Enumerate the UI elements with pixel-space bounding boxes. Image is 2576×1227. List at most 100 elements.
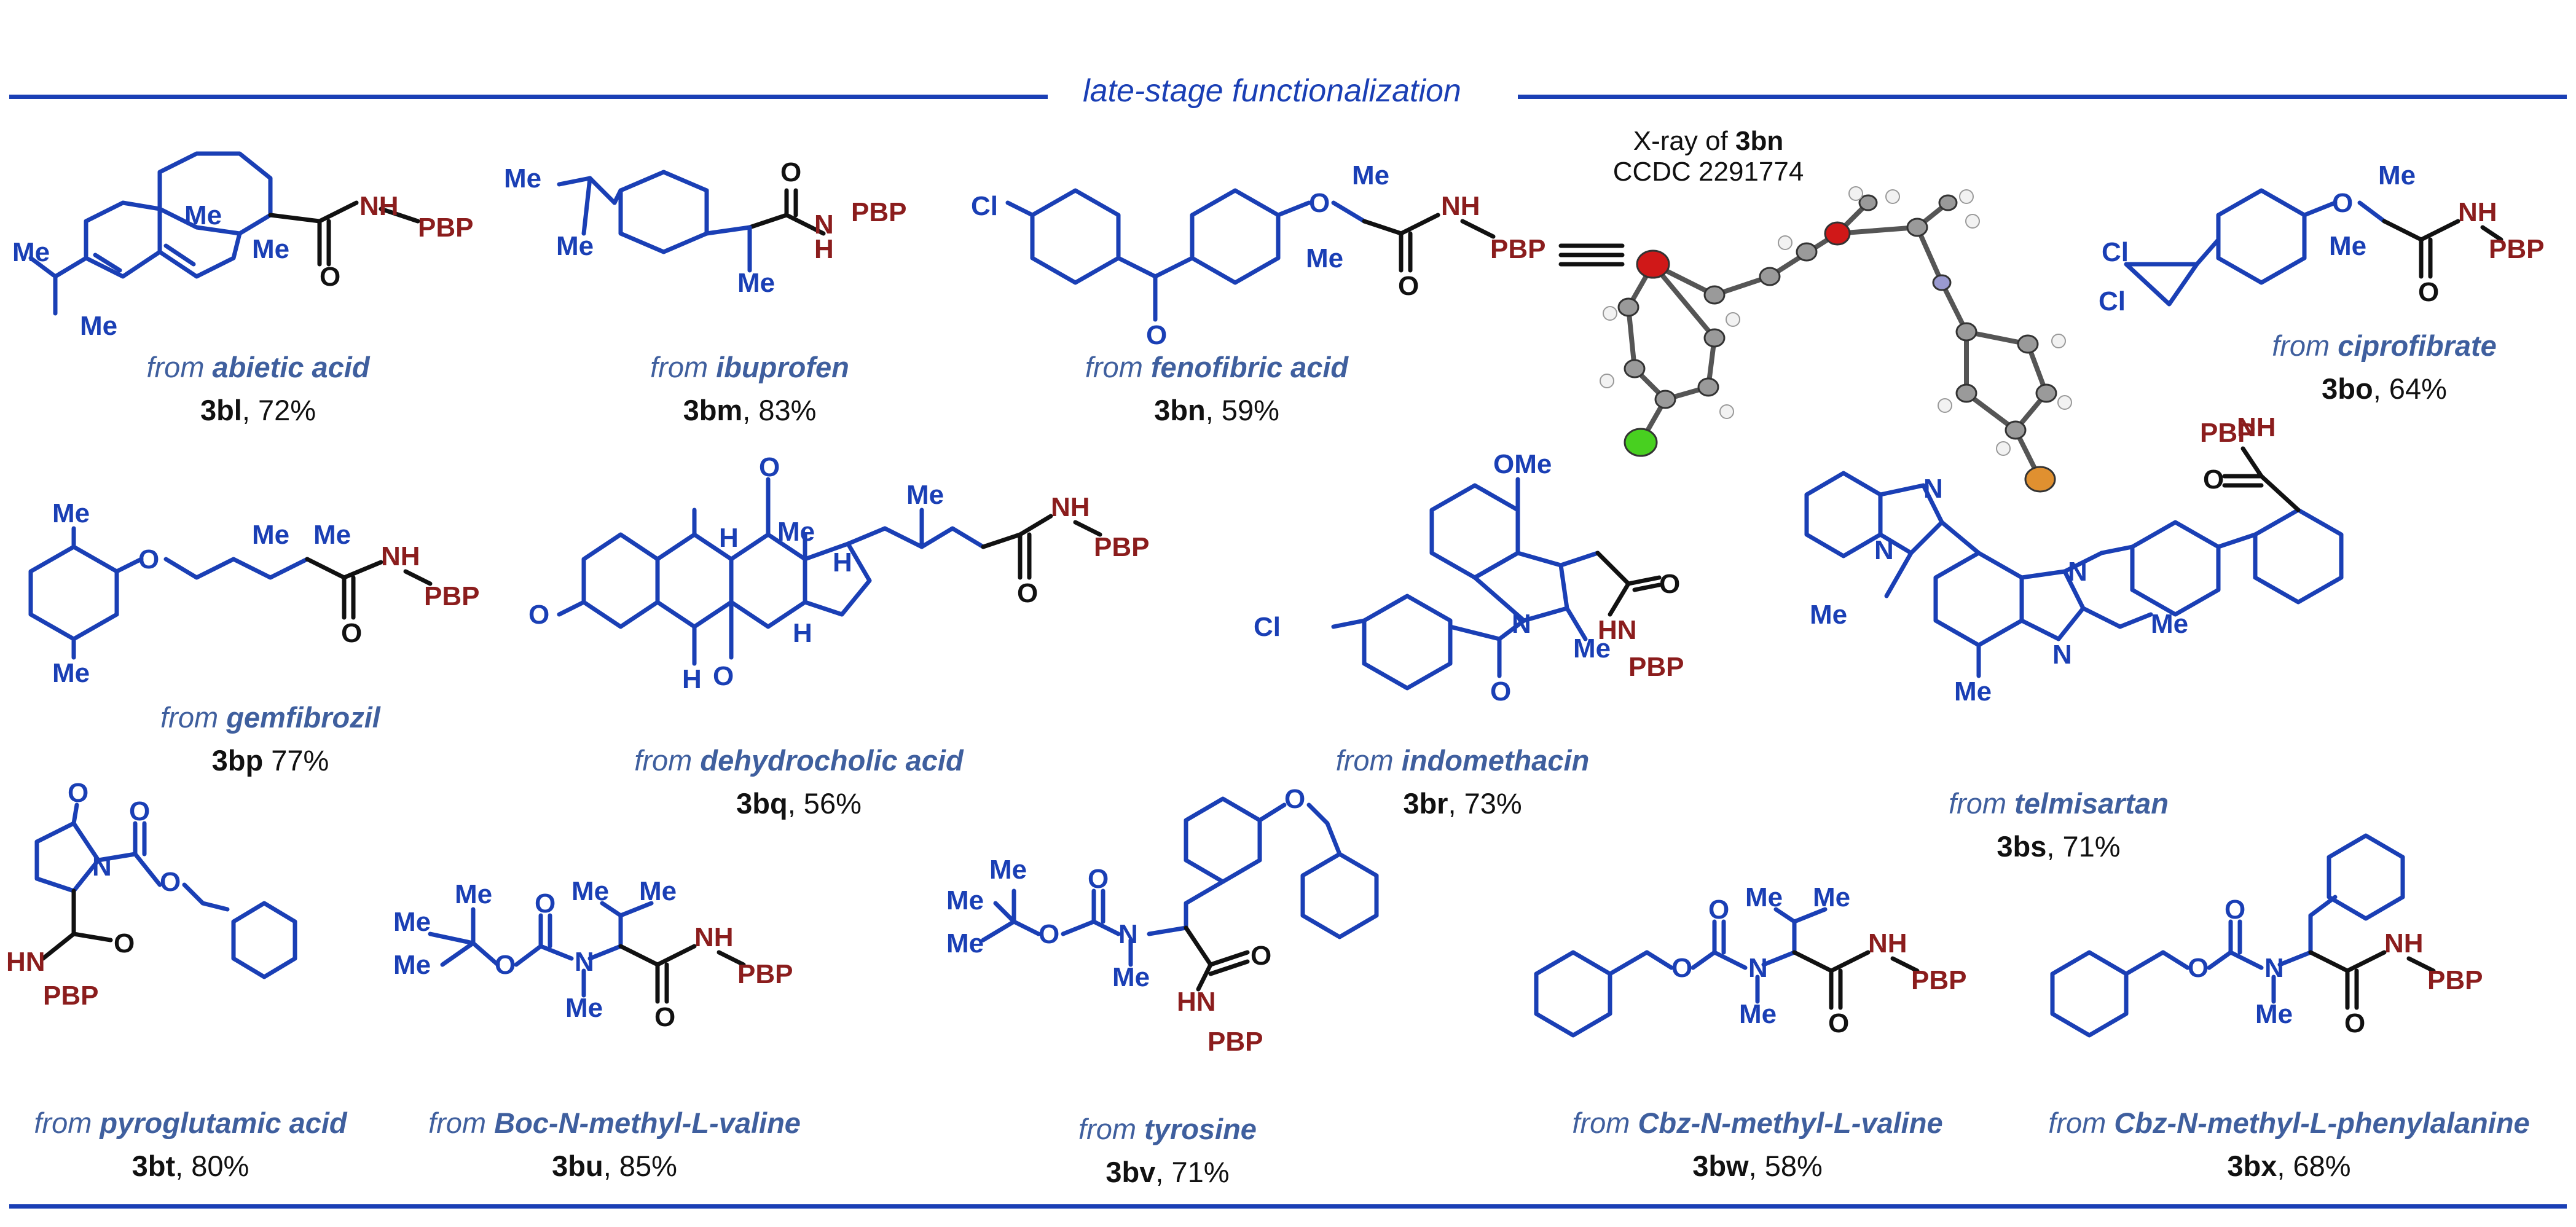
methyl-label: Me xyxy=(1739,999,1777,1029)
atom-o: O xyxy=(535,888,556,919)
source-3bs: from telmisartan xyxy=(1949,787,2169,820)
atom-o: O xyxy=(2418,277,2439,307)
methoxy-label: OMe xyxy=(1493,449,1552,479)
compound-3br: OMe N O Me Cl O HN PBP from indomethacin… xyxy=(1229,442,1770,836)
structure-3bw: O O N Me Me Me O NH PBP xyxy=(1534,882,1966,1038)
atom-n: N xyxy=(1874,535,1894,565)
source-3bx: from Cbz-N-methyl-L-phenylalanine xyxy=(2048,1107,2530,1139)
yield-3br: 3br, 73% xyxy=(1403,787,1522,820)
methyl-label: Me xyxy=(2378,160,2416,190)
atom-o: O xyxy=(1017,578,1038,608)
methyl-label: Me xyxy=(252,234,289,264)
structure-3bn: Cl O O Me Me O NH PBP xyxy=(971,160,1625,350)
atom-o: O xyxy=(160,867,181,897)
compound-3bt: O N O O O HN PBP from pyroglutamic acid … xyxy=(6,778,375,1186)
yield-3bw: 3bw, 58% xyxy=(1692,1150,1823,1182)
atom-o: O xyxy=(2225,895,2245,925)
atom-o: O xyxy=(2203,465,2224,495)
structure-3bl: O NH PBP Me Me Me Me xyxy=(12,151,473,341)
atom-o: O xyxy=(495,950,516,980)
structure-3bq: O O O H H H H Me Me O NH PBP xyxy=(528,452,1149,694)
atom-o: O xyxy=(1284,784,1305,814)
yield-3bx: 3bx, 68% xyxy=(2227,1150,2351,1182)
methyl-label: Me xyxy=(393,907,431,937)
atom-o: O xyxy=(759,452,780,482)
structure-3bv: O Me Me Me O O N Me O HN PBP xyxy=(946,784,1379,1057)
atom-o: O xyxy=(138,544,159,574)
atom-h: H xyxy=(719,523,739,553)
atom-hn: HN xyxy=(1177,987,1216,1017)
methyl-label: Me xyxy=(1813,882,1850,912)
methyl-label: Me xyxy=(2329,231,2366,261)
atom-nh: NH xyxy=(2237,412,2276,442)
source-3bq: from dehydrocholic acid xyxy=(634,744,964,777)
atom-n: N xyxy=(1923,474,1943,504)
methyl-label: Me xyxy=(946,885,984,915)
source-3bl: from abietic acid xyxy=(146,351,370,383)
compound-3bl: O NH PBP Me Me Me Me from abietic acid 3… xyxy=(12,135,504,442)
yield-3bq: 3bq, 56% xyxy=(736,787,862,820)
pbp-label: PBP xyxy=(1628,652,1684,682)
compound-3bm: O H N PBP Me Me Me from ibuprofen 3bm, 8… xyxy=(504,135,995,442)
yield-3bs: 3bs, 71% xyxy=(1997,830,2121,863)
compound-3bv: O Me Me Me O O N Me O HN PBP from tyrosi… xyxy=(922,780,1463,1188)
atom-nh: NH xyxy=(2458,197,2497,227)
atom-hn: HN xyxy=(6,947,45,977)
methyl-label: Me xyxy=(52,498,90,528)
methyl-label: Me xyxy=(1352,160,1389,190)
source-3br: from indomethacin xyxy=(1335,744,1590,777)
atom-o: O xyxy=(1659,569,1680,599)
yield-3bt: 3bt, 80% xyxy=(132,1150,249,1182)
atom-nh: NH xyxy=(359,191,399,221)
source-3bu: from Boc-N-methyl-L-valine xyxy=(428,1107,801,1139)
compound-3bx: O O N Me O NH PBP from Cbz-N-methyl-L-ph… xyxy=(2022,817,2556,1186)
atom-o: O xyxy=(713,661,734,691)
atom-o: O xyxy=(1309,188,1330,218)
methyl-label: Me xyxy=(989,855,1027,885)
section-title: late-stage functionalization xyxy=(1083,73,1461,109)
atom-n: N xyxy=(2068,557,2087,587)
methyl-label: Me xyxy=(455,879,492,909)
atom-o: O xyxy=(1828,1008,1849,1038)
methyl-label: Me xyxy=(1306,243,1343,273)
atom-o: O xyxy=(1490,676,1511,707)
atom-o: O xyxy=(341,618,362,648)
methyl-label: Me xyxy=(2151,609,2188,639)
atom-h: H xyxy=(814,234,834,264)
pbp-label: PBP xyxy=(1490,234,1545,264)
compound-3bn: Cl O O Me Me O NH PBP from fenofibric ac… xyxy=(971,135,1641,442)
atom-o: O xyxy=(528,600,549,630)
atom-nh: NH xyxy=(694,922,734,952)
methyl-label: Me xyxy=(737,268,775,298)
atom-nh: NH xyxy=(1441,191,1480,221)
source-3bn: from fenofibric acid xyxy=(1085,351,1349,383)
atom-o: O xyxy=(1398,271,1419,301)
methyl-label: Me xyxy=(1745,882,1783,912)
structure-3bx: O O N Me O NH PBP xyxy=(2050,833,2483,1038)
atom-hn: HN xyxy=(1598,615,1637,645)
atom-n: N xyxy=(92,852,112,882)
yield-3bv: 3bv, 71% xyxy=(1105,1156,1230,1188)
structure-3br: OMe N O Me Cl O HN PBP xyxy=(1254,449,1684,707)
methyl-label: Me xyxy=(52,658,90,688)
header-rule-left xyxy=(9,95,1048,99)
atom-o: O xyxy=(1146,320,1167,350)
xray-structure xyxy=(1600,186,2072,493)
pbp-label: PBP xyxy=(2489,234,2544,264)
atom-nh: NH xyxy=(381,541,420,571)
methyl-label: Me xyxy=(252,520,289,550)
yield-3bp: 3bp 77% xyxy=(211,744,329,777)
atom-cl: Cl xyxy=(971,191,998,221)
methyl-label: Me xyxy=(1954,676,1992,707)
source-3bo: from ciprofibrate xyxy=(2272,329,2497,362)
methyl-label: Me xyxy=(12,237,50,267)
compound-3bq: O O O H H H H Me Me O NH PBP from dehydr… xyxy=(528,430,1217,836)
structure-3bs: N N Me N N Me Me O NH xyxy=(1804,412,2344,707)
pbp-label: PBP xyxy=(1208,1027,1263,1057)
yield-3bu: 3bu, 85% xyxy=(552,1150,677,1182)
pbp-label: PBP xyxy=(424,581,479,611)
compound-3bo: Cl Cl O Me Me O NH PBP from ciprofibrate… xyxy=(2099,154,2569,436)
methyl-label: Me xyxy=(504,163,541,194)
atom-o: O xyxy=(320,262,340,292)
atom-o: O xyxy=(780,157,801,187)
